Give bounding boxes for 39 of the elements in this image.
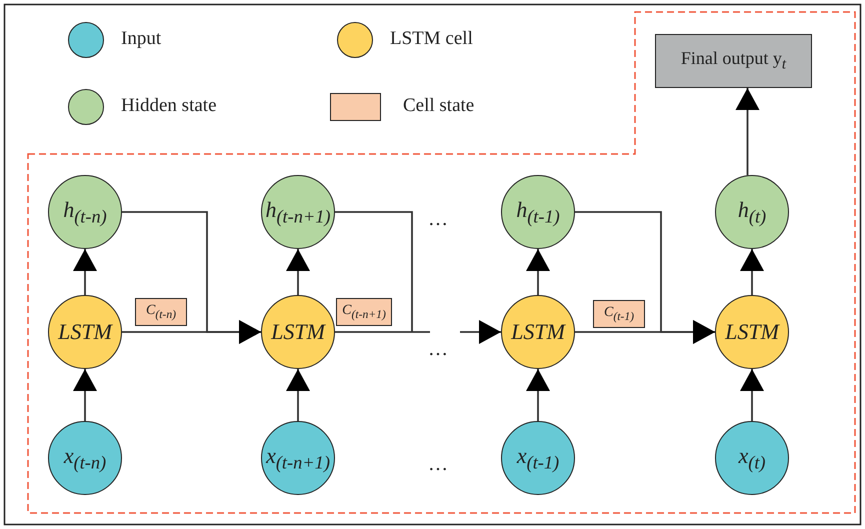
legend-label: LSTM cell (390, 28, 473, 50)
node-label: C$_{(t-n)}$ (146, 304, 176, 320)
node-label: LSTM (58, 321, 112, 343)
node-label: h$_{(t-n+1)}$ (265, 198, 331, 226)
arrow (740, 249, 764, 295)
node-label: LSTM (511, 321, 565, 343)
legend-label: Input (121, 28, 162, 50)
node-label: h$_{(t-n)}$ (63, 198, 107, 226)
arrow (73, 249, 97, 295)
output-box (655, 34, 812, 88)
cell-state-box (135, 298, 187, 326)
arrow (286, 249, 310, 295)
node-label: Final output y$_{t}$ (680, 49, 786, 73)
arrow (575, 211, 715, 344)
arrow (526, 249, 550, 295)
cell-state-box (336, 298, 392, 326)
arrow (526, 369, 550, 421)
node-label: LSTM (271, 321, 325, 343)
ellipsis: … (428, 453, 448, 476)
arrow (122, 211, 261, 344)
arrow (460, 320, 501, 344)
arrow (286, 369, 310, 421)
cell-state-box (593, 300, 645, 328)
arrow (736, 88, 760, 176)
node-label: h$_{(t)}$ (738, 198, 766, 226)
node-label: x$_{(t-n)}$ (64, 444, 106, 472)
arrow (73, 369, 97, 421)
node-label: x$_{(t-n+1)}$ (266, 444, 330, 472)
node-label: x$_{(t)}$ (738, 444, 766, 472)
legend-label: Cell state (403, 95, 474, 117)
node-label: LSTM (725, 321, 779, 343)
legend-label: Hidden state (121, 95, 217, 117)
node-label: x$_{(t-1)}$ (516, 444, 560, 472)
ellipsis: … (428, 208, 448, 231)
node-label: C$_{(t-n+1)}$ (342, 304, 386, 320)
ellipsis: … (428, 338, 448, 361)
arrow (740, 369, 764, 421)
node-label: C$_{(t-1)}$ (604, 306, 634, 322)
node-label: h$_{(t-1)}$ (516, 198, 560, 226)
